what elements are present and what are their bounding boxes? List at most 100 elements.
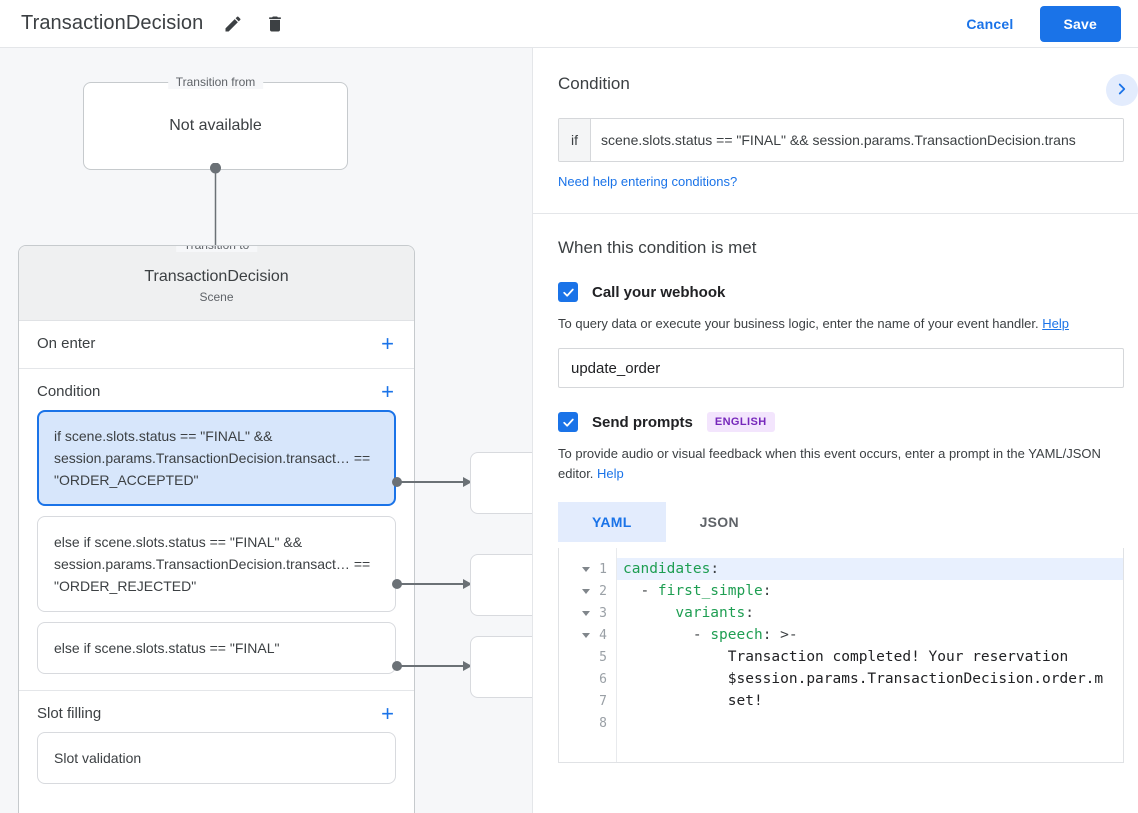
- scene-type: Scene: [199, 290, 234, 304]
- editor-code-line[interactable]: set!: [617, 690, 1123, 712]
- code-token: speech: [710, 627, 763, 643]
- editor-gutter-row: 8: [559, 712, 616, 734]
- editor-code-line[interactable]: candidates:: [617, 558, 1123, 580]
- condition-edge: [392, 578, 477, 589]
- fold-triangle-icon[interactable]: [582, 588, 591, 594]
- scene-card-header[interactable]: TransactionDecision Scene: [19, 246, 414, 321]
- edge-node-dot: [392, 579, 402, 589]
- editor-gutter-row: 4: [559, 624, 616, 646]
- page-title: TransactionDecision: [21, 12, 204, 34]
- call-webhook-label: Call your webhook: [592, 283, 726, 301]
- editor-gutter-row: 2: [559, 580, 616, 602]
- edit-title-button[interactable]: [221, 12, 245, 36]
- need-help-link[interactable]: Need help entering conditions?: [558, 174, 738, 189]
- cancel-button[interactable]: Cancel: [950, 6, 1029, 42]
- target-node-box[interactable]: [470, 636, 532, 698]
- code-token: candidates: [623, 561, 711, 577]
- tab-json[interactable]: JSON: [666, 502, 773, 542]
- editor-gutter-row: 3: [559, 602, 616, 624]
- webhook-helper-text: To query data or execute your business l…: [558, 314, 1113, 334]
- prompts-help-link[interactable]: Help: [597, 466, 624, 481]
- webhook-help-link[interactable]: Help: [1042, 316, 1069, 331]
- call-webhook-checkbox[interactable]: [558, 282, 578, 302]
- edge-arrow: [463, 578, 472, 589]
- section-title-slot-filling: Slot filling: [37, 705, 102, 722]
- condition-edge: [392, 476, 477, 487]
- editor-code-line[interactable]: - speech: >-: [617, 624, 1123, 646]
- code-token: Transaction completed! Your reservation: [623, 649, 1069, 665]
- transition-from-legend: Transition from: [167, 75, 264, 89]
- condition-list-item[interactable]: else if scene.slots.status == "FINAL": [37, 622, 396, 674]
- editor-gutter-row: 6: [559, 668, 616, 690]
- when-condition-met-section: When this condition is met Call your web…: [533, 214, 1138, 763]
- section-title-condition: Condition: [37, 383, 101, 400]
- editor-line-number: 2: [599, 583, 607, 599]
- editor-line-number: 1: [599, 561, 607, 577]
- panel-collapse-button[interactable]: [1106, 74, 1138, 106]
- fold-triangle-icon[interactable]: [582, 610, 591, 616]
- condition-list-item[interactable]: if scene.slots.status == "FINAL" && sess…: [37, 410, 396, 506]
- editor-gutter-row: 1: [559, 558, 616, 580]
- transition-to-legend: Transition to: [175, 246, 258, 252]
- send-prompts-label: Send prompts: [592, 413, 693, 431]
- prompts-helper-text: To provide audio or visual feedback when…: [558, 444, 1113, 484]
- code-token: set!: [623, 693, 763, 709]
- edge-arrow: [463, 476, 472, 487]
- condition-editor-section: Condition if Need help entering conditio…: [533, 48, 1138, 214]
- send-prompts-checkbox[interactable]: [558, 412, 578, 432]
- condition-list-item[interactable]: else if scene.slots.status == "FINAL" &&…: [37, 516, 396, 612]
- edge-line: [401, 481, 467, 483]
- app-header: TransactionDecision Cancel Save: [0, 0, 1138, 48]
- send-prompts-row: Send prompts ENGLISH: [558, 412, 1113, 432]
- code-token: : >-: [762, 627, 798, 643]
- header-actions: Cancel Save: [950, 5, 1138, 42]
- condition-edge: [392, 660, 477, 671]
- code-token: -: [623, 627, 711, 643]
- code-token: first_simple: [657, 583, 763, 599]
- fold-triangle-icon[interactable]: [582, 632, 591, 638]
- editor-gutter-row: 5: [559, 646, 616, 668]
- section-on-enter: On enter +: [19, 321, 414, 369]
- condition-input-group[interactable]: if: [558, 118, 1124, 162]
- slot-validation-item[interactable]: Slot validation: [37, 732, 396, 784]
- code-token: variants: [623, 605, 746, 621]
- editor-code-line[interactable]: variants:: [617, 602, 1123, 624]
- editor-code-line[interactable]: [617, 712, 1123, 734]
- editor-code-line[interactable]: - first_simple:: [617, 580, 1123, 602]
- editor-line-number: 8: [599, 715, 607, 731]
- editor-code-area[interactable]: candidates: - first_simple: variants: - …: [617, 548, 1123, 762]
- code-token: $session.params.TransactionDecision.orde…: [623, 671, 1104, 687]
- edge-node-dot: [392, 477, 402, 487]
- target-node-box[interactable]: [470, 554, 532, 616]
- add-slot-filling-button[interactable]: +: [381, 700, 394, 726]
- code-token: :: [762, 583, 772, 599]
- condition-expression-input[interactable]: [591, 119, 1123, 161]
- code-token: -: [623, 583, 658, 599]
- code-token: :: [745, 605, 754, 621]
- scene-name: TransactionDecision: [144, 268, 289, 285]
- editor-code-line[interactable]: $session.params.TransactionDecision.orde…: [617, 668, 1123, 690]
- if-prefix-label: if: [559, 119, 591, 161]
- target-node-box[interactable]: [470, 452, 532, 514]
- editor-format-tabs: YAML JSON: [558, 502, 1113, 542]
- scene-graph-canvas[interactable]: Transition from Not available Transition…: [0, 48, 532, 813]
- editor-line-number: 3: [599, 605, 607, 621]
- edge-arrow: [463, 660, 472, 671]
- prompts-helper-sentence: To provide audio or visual feedback when…: [558, 446, 1101, 481]
- fold-triangle-icon[interactable]: [582, 566, 591, 572]
- chevron-right-icon: [1113, 80, 1131, 101]
- webhook-handler-input[interactable]: [558, 348, 1124, 388]
- editor-code-line[interactable]: Transaction completed! Your reservation: [617, 646, 1123, 668]
- tab-yaml[interactable]: YAML: [558, 502, 666, 542]
- edge-line: [401, 583, 467, 585]
- add-condition-button[interactable]: +: [381, 378, 394, 404]
- language-badge: ENGLISH: [706, 412, 775, 432]
- add-on-enter-button[interactable]: +: [381, 330, 394, 356]
- edge-node-dot: [392, 661, 402, 671]
- section-title-on-enter: On enter: [37, 335, 96, 352]
- transition-from-box: Transition from Not available: [83, 75, 348, 170]
- save-button[interactable]: Save: [1039, 5, 1121, 42]
- editor-line-number: 4: [599, 627, 607, 643]
- delete-button[interactable]: [263, 12, 287, 36]
